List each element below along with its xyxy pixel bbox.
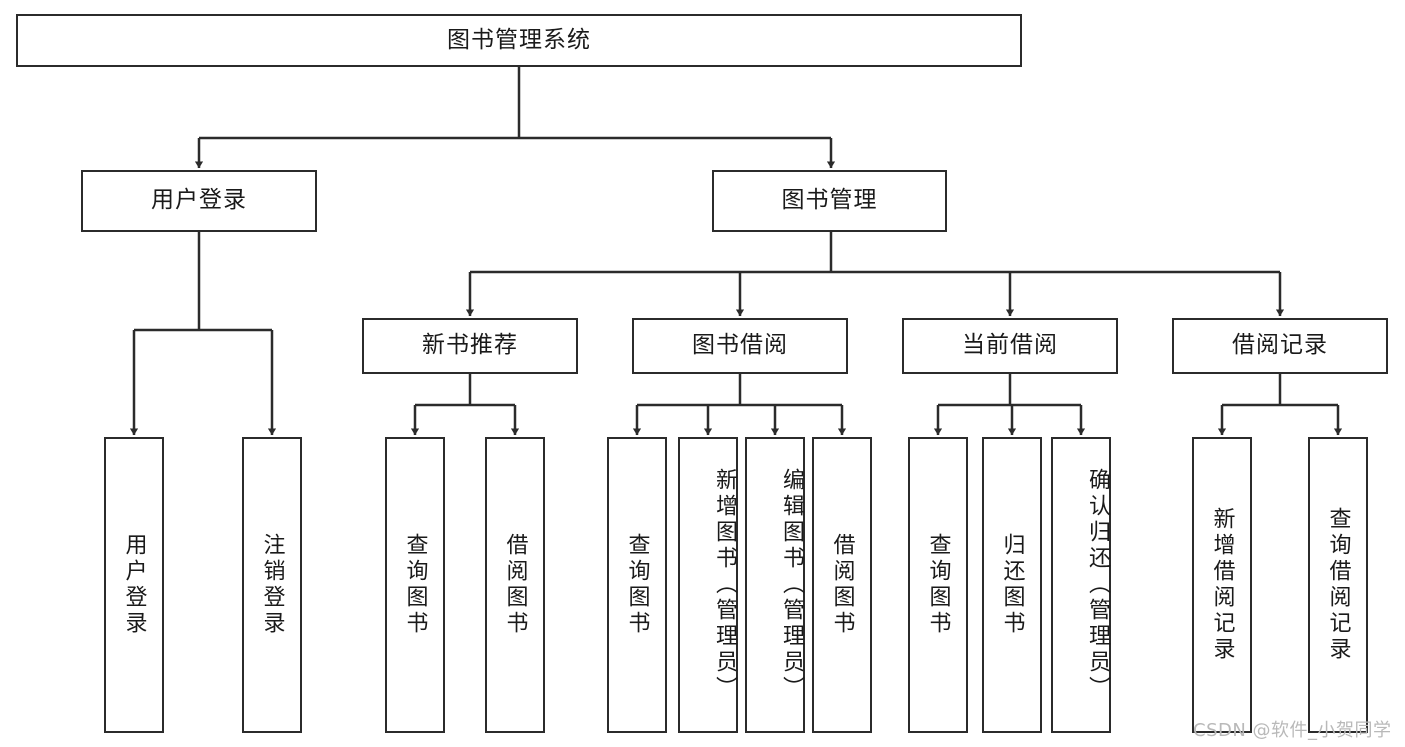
node-leaf-query-book[interactable]: 查询图书 — [607, 437, 667, 733]
node-leaf-query-book-cur-label: 查询图书 — [925, 533, 951, 637]
node-book-borrow-label: 图书借阅 — [692, 332, 788, 359]
node-leaf-confirm-return-admin-label: 确认归还（管理员） — [1085, 468, 1110, 702]
node-leaf-return-book[interactable]: 归还图书 — [982, 437, 1042, 733]
node-book-manage[interactable]: 图书管理 — [712, 170, 947, 232]
node-leaf-logout-label: 注销登录 — [259, 533, 285, 637]
node-root[interactable]: 图书管理系统 — [16, 14, 1022, 67]
node-book-manage-label: 图书管理 — [781, 187, 878, 214]
node-user-login-label: 用户登录 — [151, 187, 247, 214]
node-leaf-borrow-book[interactable]: 借阅图书 — [812, 437, 872, 733]
node-leaf-add-borrow-record-label: 新增借阅记录 — [1209, 507, 1235, 663]
node-leaf-query-borrow-record-label: 查询借阅记录 — [1325, 507, 1351, 663]
node-user-login[interactable]: 用户登录 — [81, 170, 317, 232]
node-current-borrow[interactable]: 当前借阅 — [902, 318, 1118, 374]
node-leaf-query-book-rec-label: 查询图书 — [402, 533, 428, 637]
node-leaf-query-book-rec[interactable]: 查询图书 — [385, 437, 445, 733]
node-leaf-logout[interactable]: 注销登录 — [242, 437, 302, 733]
node-leaf-borrow-book-label: 借阅图书 — [829, 533, 855, 637]
node-leaf-query-book-label: 查询图书 — [624, 533, 650, 637]
node-book-borrow[interactable]: 图书借阅 — [632, 318, 848, 374]
node-leaf-borrow-book-rec-label: 借阅图书 — [502, 533, 528, 637]
csdn-watermark: CSDN @软件_小贺同学 — [1193, 720, 1392, 741]
node-leaf-edit-book-admin-label: 编辑图书（管理员） — [779, 468, 804, 702]
node-leaf-confirm-return-admin[interactable]: 确认归还（管理员） — [1051, 437, 1111, 733]
node-leaf-add-book-admin[interactable]: 新增图书（管理员） — [678, 437, 738, 733]
node-leaf-user-login[interactable]: 用户登录 — [104, 437, 164, 733]
node-leaf-query-book-cur[interactable]: 查询图书 — [908, 437, 968, 733]
node-leaf-borrow-book-rec[interactable]: 借阅图书 — [485, 437, 545, 733]
node-leaf-add-borrow-record[interactable]: 新增借阅记录 — [1192, 437, 1252, 733]
node-new-book-rec[interactable]: 新书推荐 — [362, 318, 578, 374]
node-leaf-user-login-label: 用户登录 — [121, 533, 147, 637]
node-root-label: 图书管理系统 — [447, 26, 591, 53]
node-new-book-rec-label: 新书推荐 — [422, 332, 518, 359]
node-leaf-return-book-label: 归还图书 — [999, 533, 1025, 637]
node-leaf-query-borrow-record[interactable]: 查询借阅记录 — [1308, 437, 1368, 733]
node-borrow-record-label: 借阅记录 — [1232, 332, 1328, 359]
node-leaf-add-book-admin-label: 新增图书（管理员） — [712, 468, 737, 702]
node-borrow-record[interactable]: 借阅记录 — [1172, 318, 1388, 374]
node-leaf-edit-book-admin[interactable]: 编辑图书（管理员） — [745, 437, 805, 733]
node-current-borrow-label: 当前借阅 — [962, 332, 1058, 359]
